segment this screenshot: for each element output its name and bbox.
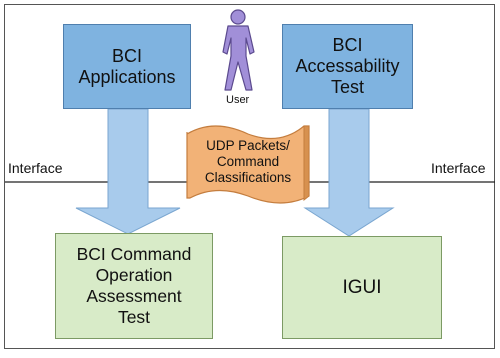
right-down-arrow [303,108,395,237]
bci-command-line3: Assessment [86,286,182,306]
bci-accessability-test-box: BCI Accessability Test [282,24,413,109]
udp-packet-depth [303,125,310,202]
bci-accessability-line2: Accessability [295,56,400,76]
udp-line1: UDP Packets/ [206,138,290,153]
bci-command-operation-assessment-test-box: BCI Command Operation Assessment Test [55,233,213,339]
udp-line2: Command [216,154,280,169]
igui-box: IGUI [282,236,442,339]
user-label: User [226,94,250,106]
bci-command-line1: BCI Command [76,244,192,264]
bci-accessability-line1: BCI [332,35,363,55]
bci-applications-line1: BCI [111,45,142,66]
bci-applications-line2: Applications [78,66,176,87]
igui-label: IGUI [342,277,382,298]
bci-applications-box: BCI Applications [63,24,191,109]
interface-label-left: Interface [8,160,63,176]
interface-label-right: Interface [431,160,486,176]
bci-command-line2: Operation [95,265,173,285]
left-down-arrow [75,108,181,235]
user-figure-icon [222,9,255,91]
bci-accessability-line3: Test [330,77,364,97]
bci-command-line4: Test [117,307,151,327]
udp-packet-label: UDP Packets/ Command Classifications [188,138,308,186]
udp-line3: Classifications [204,170,292,185]
